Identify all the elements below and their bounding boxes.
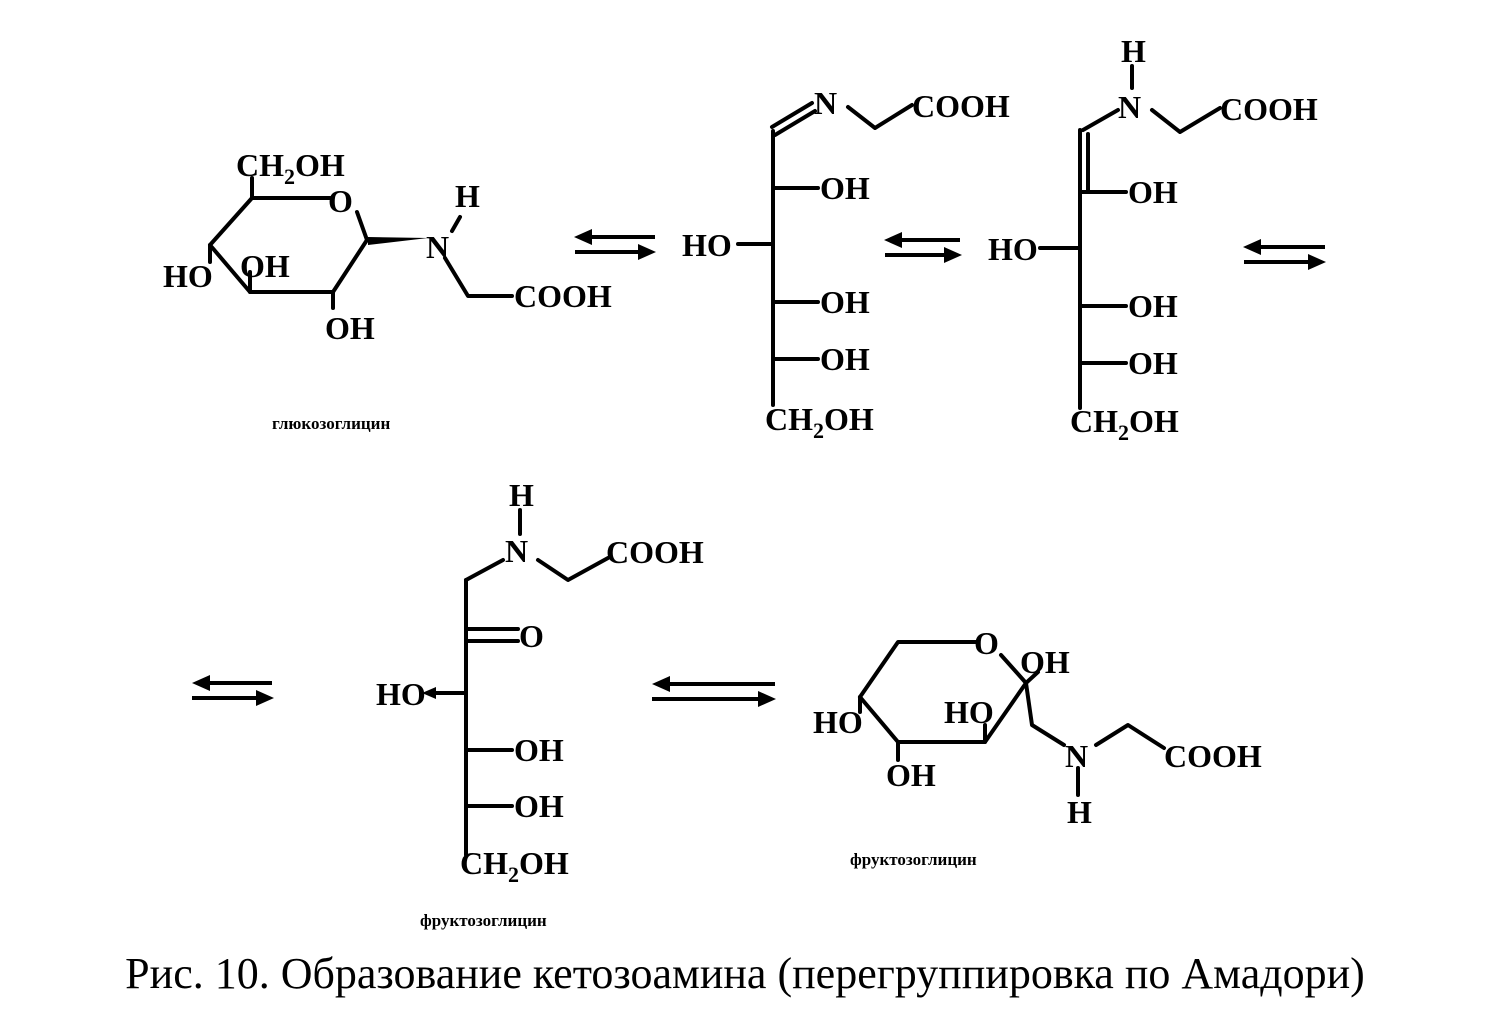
ho-label: HO: [813, 704, 863, 740]
n-label: N: [1065, 738, 1088, 774]
oh-label: OH: [240, 248, 290, 284]
oh-label: OH: [820, 170, 870, 206]
oh-label: OH: [820, 284, 870, 320]
ch2oh-label: CH2OH: [236, 147, 345, 189]
oh-label: OH: [1020, 644, 1070, 680]
ch2oh-label: CH2OH: [765, 401, 874, 443]
oh-label: OH: [1128, 345, 1178, 381]
oh-label: OH: [1128, 174, 1178, 210]
compound-name-fructosylglycine: фруктозоглицин: [850, 850, 977, 869]
ho-label: HO: [944, 694, 994, 730]
compound-name-glucosylglycine: глюкозоглицин: [272, 414, 390, 433]
cooh-label: COOH: [514, 278, 612, 314]
structure-glucosylglycine: CH2OH O HO OH OH H N COOH глюкозоглицин: [163, 147, 612, 433]
ch2oh-label: CH2OH: [460, 845, 569, 887]
structure-schiff-base: N COOH OH HO OH OH CH2OH: [682, 85, 1010, 443]
n-label: N: [426, 229, 449, 265]
h-label: H: [455, 178, 480, 214]
ring-oxygen-label: O: [974, 625, 999, 661]
cooh-label: COOH: [1164, 738, 1262, 774]
equilibrium-arrow: [884, 232, 962, 263]
equilibrium-arrow: [1243, 239, 1326, 270]
ho-label: HO: [682, 227, 732, 263]
ho-label: HO: [163, 258, 213, 294]
ring-oxygen-label: O: [328, 183, 353, 219]
oh-label: OH: [514, 732, 564, 768]
ch2oh-label: CH2OH: [1070, 403, 1179, 445]
n-label: N: [814, 85, 837, 121]
structure-ketoamine: H N COOH O HO OH OH CH2OH фруктозоглицин: [376, 477, 704, 930]
oh-label: OH: [1128, 288, 1178, 324]
h-label: H: [509, 477, 534, 513]
compound-name-fructosylglycine: фруктозоглицин: [420, 911, 547, 930]
oh-label: OH: [820, 341, 870, 377]
structure-fructosylglycine-ring: O OH HO HO OH N H COOH фруктозоглицин: [813, 625, 1262, 869]
n-label: N: [1118, 89, 1141, 125]
cooh-label: COOH: [606, 534, 704, 570]
equilibrium-arrow: [192, 675, 274, 706]
o-label: O: [519, 618, 544, 654]
structure-enol: H N COOH OH HO OH OH CH2OH: [988, 33, 1318, 445]
cooh-label: COOH: [912, 88, 1010, 124]
ho-label: HO: [376, 676, 426, 712]
wedge-bond: [368, 237, 428, 245]
figure-caption: Рис. 10. Образование кетозоамина (перегр…: [125, 949, 1365, 998]
h-label: H: [1067, 794, 1092, 830]
ho-label: HO: [988, 231, 1038, 267]
n-label: N: [505, 533, 528, 569]
equilibrium-arrow: [574, 229, 656, 260]
oh-label: OH: [514, 788, 564, 824]
h-label: H: [1121, 33, 1146, 69]
oh-label: OH: [886, 757, 936, 793]
oh-label: OH: [325, 310, 375, 346]
equilibrium-arrow: [652, 676, 776, 707]
cooh-label: COOH: [1220, 91, 1318, 127]
